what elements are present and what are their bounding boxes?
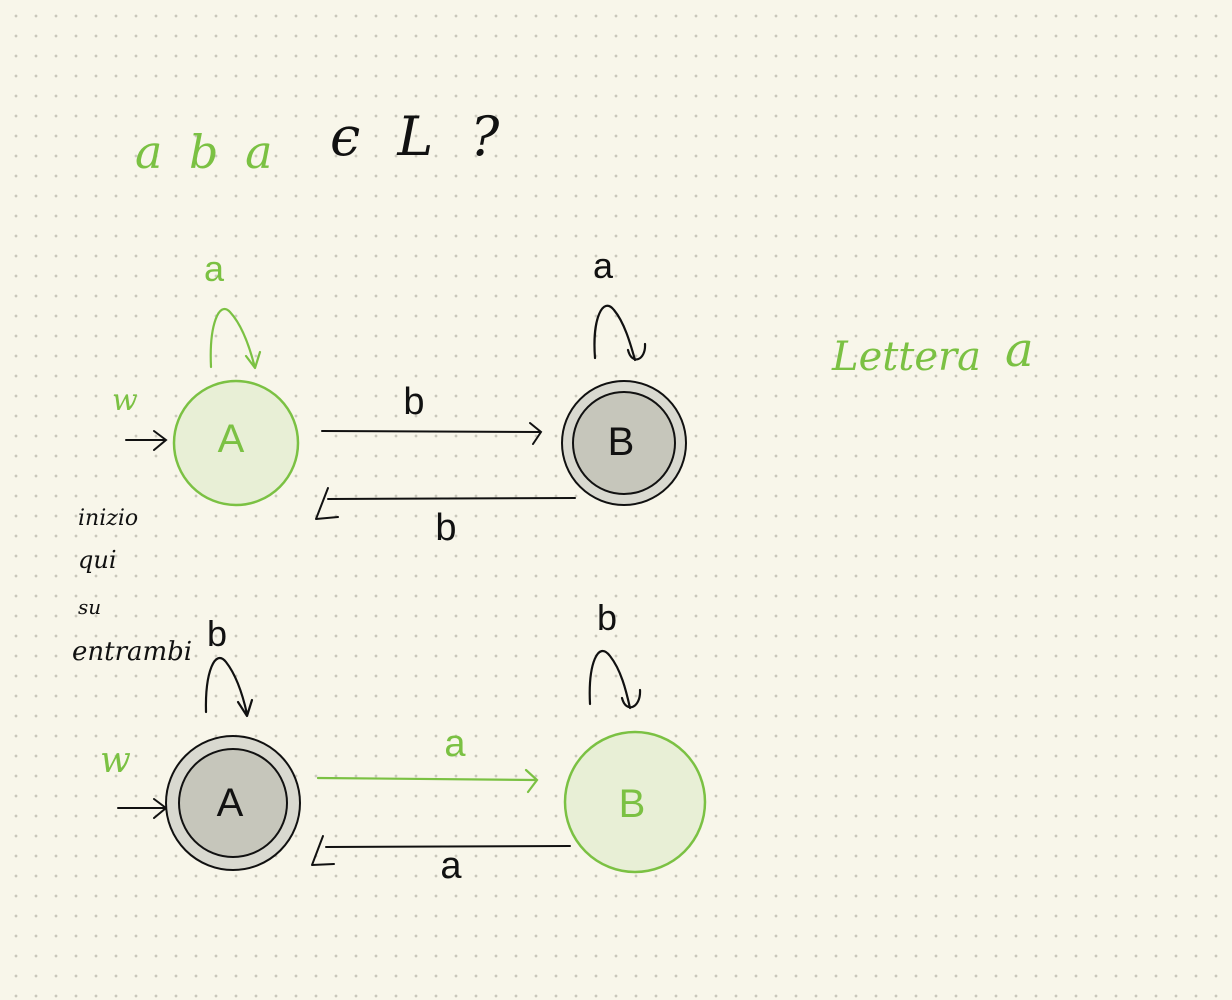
note-lettera-letter: a — [1005, 322, 1034, 378]
top-loop-a — [209, 307, 262, 370]
note-lettera: Lettera — [831, 334, 981, 380]
note-left-line-2: qui — [78, 546, 117, 574]
bottom-edge-ba — [311, 835, 571, 866]
bottom-loop-a-label: b — [207, 613, 227, 654]
top-start-arrow — [125, 430, 168, 451]
bottom-edge-ab — [316, 768, 539, 794]
top-edge-ba-label: b — [435, 507, 456, 549]
automaton-bottom: w A b B b a a — [100, 597, 707, 887]
bottom-edge-ba-label: a — [440, 845, 462, 887]
note-left-line-1: inizio — [78, 506, 138, 531]
top-state-a — [172, 379, 300, 507]
note-left-line-4: entrambi — [72, 637, 192, 667]
bottom-loop-a — [204, 656, 254, 718]
top-loop-b — [593, 304, 647, 362]
bottom-loop-b — [588, 649, 642, 710]
bottom-state-a-label: A — [217, 781, 244, 825]
bottom-start-arrow — [117, 798, 168, 819]
bottom-input-label: w — [100, 740, 131, 781]
automaton-top: w A a B a b b — [112, 245, 687, 549]
top-state-b — [572, 391, 676, 495]
bottom-state-a — [178, 748, 288, 858]
top-loop-b-label: a — [593, 245, 614, 286]
bottom-state-b — [563, 730, 707, 874]
top-state-b-label: B — [608, 420, 635, 464]
top-edge-ab — [321, 422, 543, 445]
bottom-edge-ab-label: a — [444, 723, 466, 765]
question-word: a b a — [135, 125, 279, 179]
top-state-a-label: A — [218, 417, 245, 461]
bottom-loop-b-label: b — [597, 597, 617, 638]
note-left-line-3: su — [78, 595, 101, 619]
top-edge-ab-label: b — [403, 381, 424, 423]
top-input-label: w — [112, 383, 138, 418]
top-edge-ba — [315, 487, 576, 520]
bottom-state-b-label: B — [619, 782, 646, 826]
question-membership: ϵ L ? — [330, 105, 509, 168]
top-loop-a-label: a — [204, 248, 225, 289]
